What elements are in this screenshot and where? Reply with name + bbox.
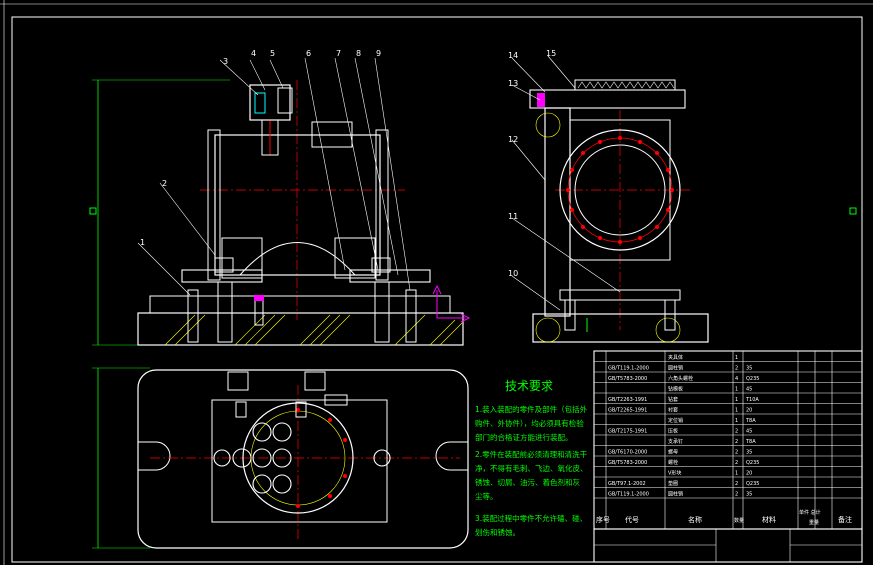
part-label-4: 4	[251, 49, 256, 58]
part-label-1: 1	[140, 238, 145, 247]
bom-row-material: Q235	[746, 376, 759, 382]
bom-header: 序号 代号 名称 数量 材料 单件 总计 重量 备注	[596, 509, 852, 526]
bom-row-material: T8A	[745, 418, 756, 424]
bom-row-material: 45	[746, 429, 752, 435]
part-label-11: 11	[508, 212, 518, 221]
top-view	[92, 367, 469, 549]
bom-row-material: 20	[746, 408, 752, 414]
part-label-10: 10	[508, 269, 518, 278]
bom-row-name: 钻模板	[668, 386, 683, 393]
part-label-6: 6	[306, 49, 311, 58]
bom-row-code: GB/T119.1-2000	[608, 492, 649, 498]
bom-row-name: 夹具体	[668, 354, 683, 361]
bom-row-name: 压板	[668, 428, 678, 435]
bom-header-material: 材料	[762, 515, 776, 524]
bom-row-material: T8A	[745, 439, 756, 445]
drawing-frame	[11, 16, 863, 563]
bom-header-qty: 数量	[734, 517, 744, 524]
front-view	[92, 57, 471, 346]
side-view-part-labels: 14 15 13 12 11 10	[508, 49, 556, 278]
bom-row-code: GB/T2265-1991	[608, 408, 647, 414]
bom-header-name: 名称	[688, 515, 702, 524]
bom-row-qty: 1	[735, 387, 738, 393]
front-view-part-labels: 3 4 5 6 7 8 9 2 1	[140, 49, 381, 247]
bom-row-name: 圆柱销	[668, 365, 683, 372]
bom-row-qty: 4	[735, 376, 738, 382]
part-label-13: 13	[508, 79, 518, 88]
tech-requirements-title: 技术要求	[505, 379, 553, 393]
bom-row-qty: 1	[735, 471, 738, 477]
bom-row-name: 钻套	[668, 396, 678, 403]
part-label-8: 8	[356, 49, 361, 58]
bom-row-code: GB/T97.1-2002	[608, 481, 646, 487]
tech-line-4: 2.零件在装配前必须清理和清洗干	[475, 449, 588, 459]
part-label-15: 15	[546, 49, 556, 58]
tech-line-8: 3.装配过程中零件不允许磕、碰、	[475, 513, 587, 523]
bom-row-name: 圆柱销	[668, 491, 683, 498]
part-label-12: 12	[508, 135, 518, 144]
tech-line-1: 1.装入装配的零件及部件（包括外	[475, 404, 588, 414]
bom-row-material: 20	[746, 471, 752, 477]
bom-row-qty: 2	[735, 492, 738, 498]
bom-row-qty: 1	[735, 397, 738, 403]
bom-row-material: T10A	[745, 397, 759, 403]
bom-row-code: GB/T2263-1991	[608, 397, 647, 403]
tech-line-2: 购件、外协件），均必须具有检验	[475, 418, 584, 428]
side-view	[511, 55, 709, 343]
tech-line-9: 划伤和锈蚀。	[475, 527, 520, 537]
bom-header-weight: 单件 总计	[799, 509, 821, 516]
tech-line-7: 尘等。	[475, 491, 498, 501]
bom-row-qty: 2	[735, 450, 738, 456]
bom-row-qty: 2	[735, 439, 738, 445]
bom-row-qty: 2	[735, 366, 738, 372]
part-label-2: 2	[162, 179, 167, 188]
bom-row-code: GB/T2175-1991	[608, 429, 647, 435]
bom-row-qty: 2	[735, 460, 738, 466]
center-mark-left	[89, 207, 97, 215]
tech-requirements: 技术要求 1.装入装配的零件及部件（包括外 购件、外协件），均必须具有检验 部门…	[475, 379, 588, 537]
bom-row-name: V形块	[668, 470, 681, 477]
tech-line-5: 净，不得有毛刺、飞边、氧化皮、	[475, 463, 588, 473]
bom-header-weight-sub: 重量	[809, 519, 819, 526]
bom-row-material: 35	[746, 366, 752, 372]
bom-header-code: 代号	[625, 515, 639, 524]
bom-row-code: GB/T5783-2000	[608, 460, 647, 466]
tech-line-3: 部门的合格证方能进行装配。	[475, 432, 573, 442]
bom-row-name: 支承钉	[668, 438, 683, 445]
bom-row-name: 螺母	[668, 449, 678, 456]
bom-row-name: 螺栓	[668, 459, 678, 466]
bom-row-qty: 1	[735, 418, 738, 424]
bom-row-name: 垫圈	[668, 480, 678, 487]
bom-row-name: 定位销	[668, 417, 683, 424]
part-label-7: 7	[336, 49, 341, 58]
bom-row-qty: 1	[735, 408, 738, 414]
bom-row-qty: 2	[735, 429, 738, 435]
bom-header-seq: 序号	[596, 515, 610, 524]
part-label-3: 3	[223, 57, 228, 66]
bom-row-material: Q235	[746, 460, 759, 466]
part-label-9: 9	[376, 49, 381, 58]
bom-row-material: Q235	[746, 481, 759, 487]
bom-row-qty: 2	[735, 481, 738, 487]
bom-row-code: GB/T5783-2000	[608, 376, 647, 382]
center-mark-right	[849, 207, 857, 215]
part-label-14: 14	[508, 51, 518, 60]
bom-row-material: 35	[746, 492, 752, 498]
bom-row-material: 45	[746, 387, 752, 393]
bom-row-name: 六角头螺栓	[668, 375, 693, 382]
bom-row-name: 衬套	[668, 407, 678, 414]
bom-row-code: GB/T119.1-2000	[608, 366, 649, 372]
bom-row-material: 35	[746, 450, 752, 456]
part-label-5: 5	[270, 49, 275, 58]
bom-row-qty: 1	[735, 355, 738, 361]
tech-line-6: 锈蚀、切屑、油污、着色剂和灰	[475, 477, 580, 487]
bom-header-note: 备注	[838, 515, 852, 524]
bom-row-code: GB/T6170-2000	[608, 450, 647, 456]
